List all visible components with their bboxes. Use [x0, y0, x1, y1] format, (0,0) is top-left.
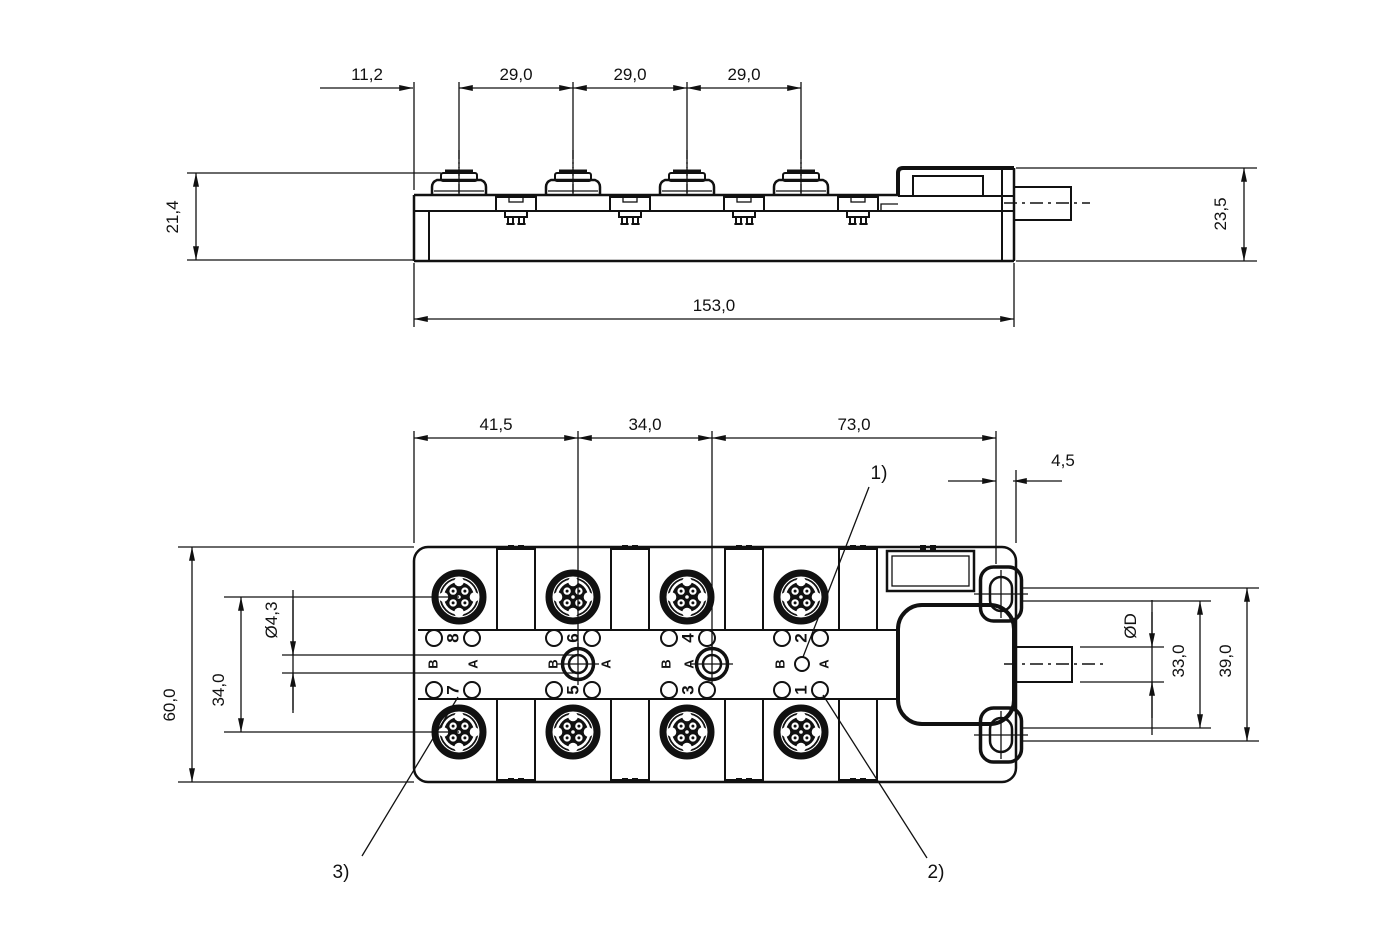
- bump-centerlines: [458, 150, 802, 196]
- mounting-clip: [846, 210, 870, 225]
- port-number-4: 4: [679, 633, 698, 643]
- side-end-housing: [896, 166, 1014, 197]
- led-indicator: [583, 629, 601, 647]
- mounting-clip: [732, 210, 756, 225]
- status-indicator-port1: [794, 656, 810, 672]
- port-number-5: 5: [564, 685, 583, 694]
- port-number-6: 6: [564, 633, 583, 642]
- dim-height-connector: 23,5: [1211, 197, 1230, 230]
- callout-1-label: 1): [871, 463, 888, 484]
- channel-a-label: A: [599, 659, 614, 669]
- callout-2-leader: [822, 694, 928, 859]
- led-indicator: [773, 629, 791, 647]
- plan-tie-slots: [496, 548, 878, 781]
- led-indicator: [425, 629, 443, 647]
- dim-pitch-1: 29,0: [499, 65, 532, 84]
- led-indicator: [660, 629, 678, 647]
- led-indicator: [545, 629, 563, 647]
- cable-tie-saddle: [495, 196, 537, 212]
- m12-ports: [435, 573, 825, 756]
- dim-length-total: 153,0: [693, 296, 736, 315]
- side-dimensions: 11,2 29,0 29,0 29,0 21,4 23,5 153,0: [163, 65, 1257, 327]
- channel-b-label: B: [773, 659, 788, 668]
- callout-3-leader: [361, 696, 459, 857]
- dim-slot-inner-span: 33,0: [1169, 644, 1188, 677]
- dim-slot-outer-span: 39,0: [1216, 644, 1235, 677]
- led-indicator: [773, 681, 791, 699]
- plan-view: 8 6 4 2 7 5 3 1 B A B A B A B A: [160, 415, 1259, 883]
- terminal-cover: [896, 603, 1016, 726]
- plan-label-window: [885, 549, 976, 593]
- channel-b-label: B: [659, 659, 674, 668]
- m12-port-5: [549, 708, 597, 756]
- led-indicator: [660, 681, 678, 699]
- port-number-8: 8: [444, 633, 463, 642]
- dim-hole1-offset: 41,5: [479, 415, 512, 434]
- channel-b-label: B: [546, 659, 561, 668]
- led-indicator: [698, 629, 716, 647]
- dim-width-total: 60,0: [160, 688, 179, 721]
- led-indicator: [463, 681, 481, 699]
- port-number-7: 7: [444, 685, 463, 694]
- dim-pitch-2: 29,0: [613, 65, 646, 84]
- led-indicator: [811, 629, 829, 647]
- slotted-mounting-boss-bottom: [972, 706, 1030, 764]
- m12-port-1: [777, 708, 825, 756]
- port-number-2: 2: [792, 633, 811, 642]
- dim-mounting-hole: Ø4,3: [262, 602, 281, 639]
- slotted-mounting-boss-top: [972, 565, 1030, 623]
- callout-3-label: 3): [333, 862, 350, 883]
- callout-1-leader: [802, 486, 870, 658]
- side-label-window: [912, 175, 984, 197]
- led-indicator: [583, 681, 601, 699]
- channel-b-label: B: [426, 659, 441, 668]
- led-indicator: [545, 681, 563, 699]
- channel-a-label: A: [682, 659, 697, 669]
- led-indicator: [425, 681, 443, 699]
- plan-end-housing: [885, 549, 1106, 764]
- port-numbers: 8 6 4 2 7 5 3 1: [444, 633, 811, 695]
- led-indicator: [463, 629, 481, 647]
- port-number-1: 1: [792, 685, 811, 694]
- side-cable-gland: [1004, 186, 1090, 221]
- side-view: 11,2 29,0 29,0 29,0 21,4 23,5 153,0: [163, 65, 1257, 327]
- m12-port-4: [663, 573, 711, 621]
- dim-pitch-3: 29,0: [727, 65, 760, 84]
- led-indicator: [811, 681, 829, 699]
- dim-slot-to-edge: 4,5: [1051, 451, 1075, 470]
- m12-port-6: [549, 573, 597, 621]
- cable-tie-saddle: [723, 196, 765, 212]
- mounting-clip: [504, 210, 528, 225]
- dim-height-body: 21,4: [163, 200, 182, 233]
- channel-letters: B A B A B A B A: [426, 659, 832, 669]
- dim-hole2-to-slot: 73,0: [837, 415, 870, 434]
- m12-port-3: [663, 708, 711, 756]
- edge-tick-marks: [508, 545, 936, 783]
- dim-offset-first: 11,2: [351, 65, 383, 84]
- callout-2-label: 2): [928, 862, 945, 883]
- callouts: 1) 2) 3): [333, 463, 945, 883]
- port-number-3: 3: [679, 685, 698, 694]
- cable-tie-saddle: [837, 196, 879, 212]
- channel-a-label: A: [466, 659, 481, 669]
- cable-tie-saddle: [609, 196, 651, 212]
- m12-port-2: [777, 573, 825, 621]
- dim-cable-diameter: ØD: [1121, 613, 1140, 639]
- mounting-clip: [618, 210, 642, 225]
- dim-row-spacing: 34,0: [209, 673, 228, 706]
- led-indicators: [425, 629, 829, 699]
- led-indicator: [698, 681, 716, 699]
- side-connector-bumps: [430, 150, 830, 197]
- plan-dimensions: 41,5 34,0 73,0 4,5 60,0 34,0 Ø4,3 ØD: [160, 415, 1259, 783]
- dim-hole-spacing: 34,0: [628, 415, 661, 434]
- channel-a-label: A: [817, 659, 832, 669]
